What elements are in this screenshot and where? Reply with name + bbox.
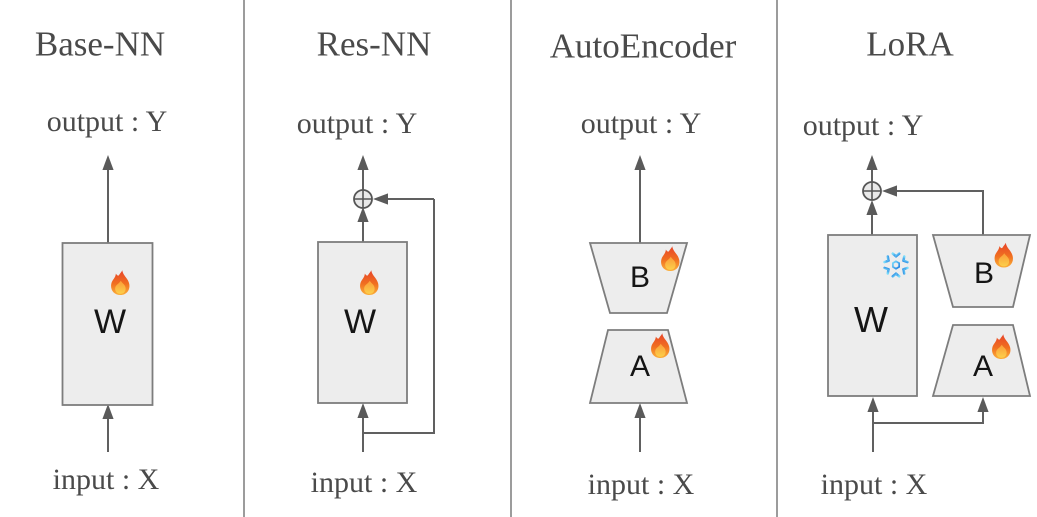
- arrowhead-up: [634, 403, 646, 418]
- input-label: input : X: [52, 463, 160, 496]
- arrowhead-up: [357, 155, 369, 170]
- panel-divider: [510, 0, 512, 517]
- arrowhead-up: [357, 207, 369, 222]
- arrowhead-up: [977, 397, 989, 412]
- input-label: input : X: [310, 466, 418, 499]
- panel-divider: [776, 0, 778, 517]
- lora-arrowheads: [866, 155, 989, 412]
- skip-connection-line: [363, 199, 435, 434]
- res-nn-connectors: [362, 168, 435, 452]
- panel-title-res-nn: Res-NN: [316, 24, 432, 64]
- weight-block-res: [317, 241, 408, 404]
- block-label-w: W: [343, 303, 377, 341]
- block-label-b: B: [973, 257, 995, 290]
- block-label-a: A: [972, 350, 994, 383]
- base-nn-arrowheads: [102, 155, 114, 419]
- weight-block-base: [61, 242, 154, 406]
- plus-merge-icon: [353, 189, 373, 209]
- lora-connectors: [871, 168, 984, 452]
- output-label: output : Y: [46, 105, 168, 138]
- arrowhead-up: [867, 397, 879, 412]
- block-label-a: A: [629, 350, 651, 383]
- arrowhead-up: [102, 404, 114, 419]
- arrowhead-up: [866, 155, 878, 170]
- output-label: output : Y: [802, 109, 924, 142]
- res-nn-arrowheads: [357, 155, 388, 418]
- arrowhead-up: [102, 155, 114, 170]
- arrowhead-left: [882, 185, 897, 197]
- panel-divider: [243, 0, 245, 517]
- plus-merge-icon: [862, 181, 882, 201]
- panel-title-autoencoder: AutoEncoder: [549, 26, 737, 66]
- arrowhead-up: [357, 403, 369, 418]
- panel-title-lora: LoRA: [866, 24, 954, 64]
- block-label-w: W: [854, 299, 888, 340]
- block-label-w: W: [93, 303, 127, 341]
- input-label: input : X: [587, 468, 695, 501]
- lora-branch-top-line: [897, 190, 984, 235]
- panel-title-base-nn: Base-NN: [34, 24, 166, 64]
- arrowhead-up: [634, 155, 646, 170]
- output-label: output : Y: [580, 107, 702, 140]
- arrowhead-up: [866, 200, 878, 215]
- output-label: output : Y: [296, 107, 418, 140]
- autoencoder-arrowheads: [634, 155, 646, 418]
- block-label-b: B: [629, 261, 651, 294]
- input-label: input : X: [820, 468, 928, 501]
- lora-branch-bottom-line: [873, 411, 984, 424]
- arrowhead-left: [373, 193, 388, 205]
